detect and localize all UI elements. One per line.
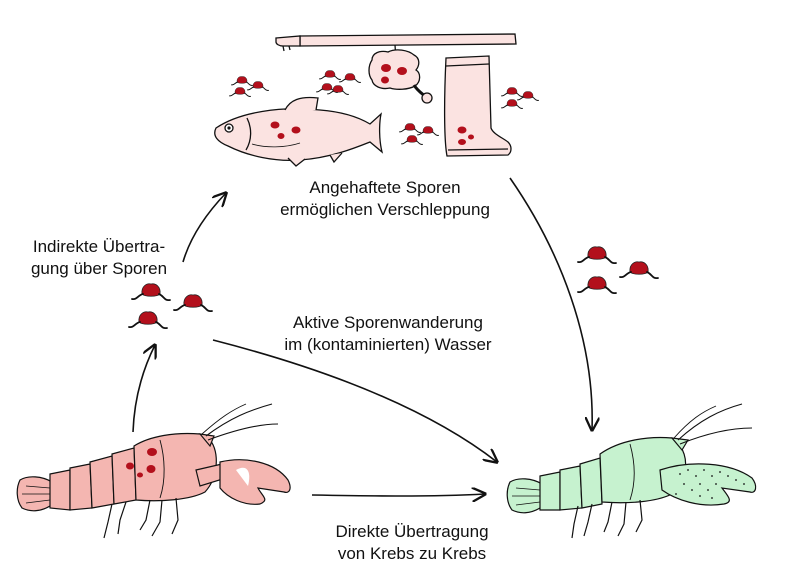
infected-crayfish [16, 403, 291, 539]
boot-spores [457, 126, 474, 145]
healthy-crayfish [506, 403, 757, 539]
rubber-boot-icon [443, 55, 512, 157]
label-active-spore-migration: Aktive Sporenwanderung im (kontaminierte… [284, 313, 492, 354]
arrow-infected-to-spores [132, 345, 155, 433]
fish-spores [270, 121, 301, 139]
arrows [132, 177, 592, 496]
infected-crayfish-spores [126, 448, 157, 478]
arrow-direct-transmission [311, 494, 485, 496]
spore-cluster-left [128, 282, 213, 330]
rod-spores [381, 64, 407, 84]
label-attached-spores: Angehaftete Sporen ermöglichen Verschlep… [280, 178, 490, 219]
arrow-objects-to-healthy-crayfish [509, 177, 592, 430]
label-indirect-transmission: Indirekte Übertra- gung über Sporen [30, 237, 168, 278]
arrow-active-migration [212, 339, 497, 462]
fishing-rod-icon [275, 33, 517, 104]
spore-cluster-right [577, 245, 659, 295]
label-direct-transmission: Direkte Übertragung von Krebs zu Krebs [335, 522, 489, 563]
fish-icon [214, 96, 384, 167]
arrow-to-objects [182, 193, 226, 263]
